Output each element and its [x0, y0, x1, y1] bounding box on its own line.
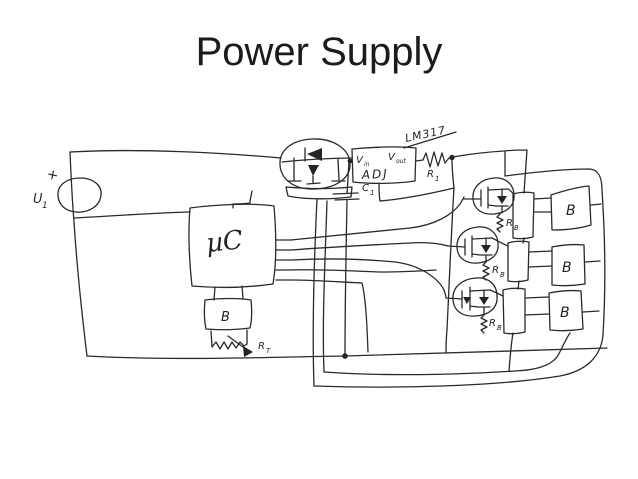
r1-zigzag — [415, 151, 453, 168]
rt-zigzag — [211, 341, 248, 350]
stub-b3-right — [582, 310, 600, 313]
mcu-box — [188, 203, 277, 288]
r1-label-sub: 1 — [435, 175, 439, 183]
load-rect-1 — [512, 191, 535, 240]
vin-label-main: V — [356, 155, 364, 166]
rectifier-bus — [281, 157, 352, 163]
load-rect-3 — [502, 287, 526, 335]
mosfet-2-arrow — [481, 245, 491, 253]
c1-label-sub: 1 — [370, 189, 374, 197]
b-box-1-label: B — [566, 203, 576, 219]
rb1-label-sub: B — [514, 224, 519, 232]
wire-c1-ground — [344, 199, 348, 357]
wire-return-vertical-1 — [312, 198, 318, 387]
rb1-label-main: R — [506, 218, 513, 229]
source-name-sub: 1 — [42, 201, 48, 211]
wire-gate-1 — [290, 196, 465, 241]
rectifier-base — [285, 186, 353, 200]
b-box-2 — [551, 243, 586, 287]
rt-arrowhead — [243, 346, 253, 357]
mcu-pins-right — [275, 239, 292, 281]
wire-return-bottom-2 — [323, 332, 571, 376]
rb-zigzag-1 — [496, 213, 504, 233]
vout-label-main: V — [388, 152, 396, 163]
wire-adj-ground-vertical — [445, 187, 455, 354]
rb-zigzag-3 — [480, 314, 488, 334]
stub-b2-right — [584, 260, 601, 263]
wire-vplus — [452, 149, 528, 194]
driver-box — [203, 297, 253, 331]
voltage-source-circle — [57, 177, 102, 213]
mcu-label: µC — [205, 225, 245, 259]
source-name-main: U — [33, 192, 43, 207]
wire-return-vertical-2 — [322, 200, 328, 373]
c1-label-main: C — [362, 183, 369, 194]
load-connector-1-2 — [522, 237, 525, 244]
rectifier-diode-left — [307, 148, 322, 161]
b-box-1 — [550, 185, 592, 231]
wire-bundle-5 — [290, 279, 369, 353]
mosfet-3-body — [452, 277, 498, 317]
mosfet-3 — [445, 277, 498, 317]
wire-top-rail — [69, 149, 282, 159]
mosfet-3-arrow — [479, 297, 489, 305]
driver-sub-box — [210, 329, 248, 348]
wire-gate-3 — [290, 258, 447, 299]
wire-left-vertical — [73, 221, 88, 357]
load-3-ground — [508, 332, 514, 372]
stub-b1-right — [590, 203, 602, 206]
b-box-3-label: B — [560, 305, 570, 321]
junction-dot-r1 — [449, 154, 455, 161]
rectifier-diode-down — [308, 165, 319, 176]
junction-dot-rail-c1 — [342, 353, 348, 359]
vin-label-sub: in — [364, 161, 370, 168]
slide-title: Power Supply — [195, 30, 443, 74]
rb3-label-main: R — [489, 318, 496, 329]
driver-label: B — [221, 310, 230, 325]
mcu-pins-bottom — [213, 285, 244, 301]
rt-label-sub: T — [266, 347, 271, 355]
wire-adj — [378, 158, 455, 202]
junction-dot-rectifier-out — [347, 158, 353, 164]
wire-source-vertical — [69, 151, 75, 223]
adj-label: ADJ — [360, 167, 389, 182]
stubs-load-to-b-3 — [524, 296, 550, 316]
drain-link-1 — [507, 188, 515, 196]
wire-bundle-4 — [290, 269, 437, 273]
mosfet-1-body — [472, 177, 515, 215]
rb3-label-sub: B — [497, 324, 502, 332]
regulator-part-underline — [403, 131, 457, 149]
wire-c1-top — [346, 161, 350, 194]
wire-gate-2 — [290, 241, 449, 251]
mosfet-2 — [447, 226, 499, 264]
mosfet-2-symbol — [447, 235, 493, 263]
mosfet-2-body — [456, 226, 499, 264]
b-box-2-label: B — [562, 260, 572, 276]
rb2-label-sub: B — [500, 271, 505, 279]
wire-source-to-mcu — [73, 211, 191, 219]
drain-link-2 — [491, 237, 509, 247]
wire-outer-boundary — [313, 151, 606, 388]
r1-label-main: R — [427, 169, 434, 180]
rectifier-legs — [287, 157, 346, 185]
load-connector-2-3 — [517, 280, 520, 290]
mosfet-3-arrow-2 — [463, 297, 471, 304]
b-box-3 — [548, 289, 584, 332]
mosfet-1 — [463, 177, 515, 215]
mosfet-1-symbol — [463, 186, 509, 214]
rt-label-main: R — [258, 341, 265, 352]
rb2-label-main: R — [492, 265, 499, 276]
drain-link-3 — [489, 289, 504, 297]
mosfet-1-arrow — [497, 196, 507, 204]
source-plus-label: + — [45, 166, 60, 184]
wire-rectifier-to-mcu — [232, 190, 253, 209]
rb-zigzag-2 — [482, 261, 490, 281]
load-rect-2 — [507, 240, 530, 283]
stubs-load-to-b-2 — [528, 250, 553, 268]
regulator-box — [351, 146, 417, 185]
stubs-load-to-b-1 — [533, 197, 552, 213]
vout-label-sub: out — [396, 158, 406, 165]
